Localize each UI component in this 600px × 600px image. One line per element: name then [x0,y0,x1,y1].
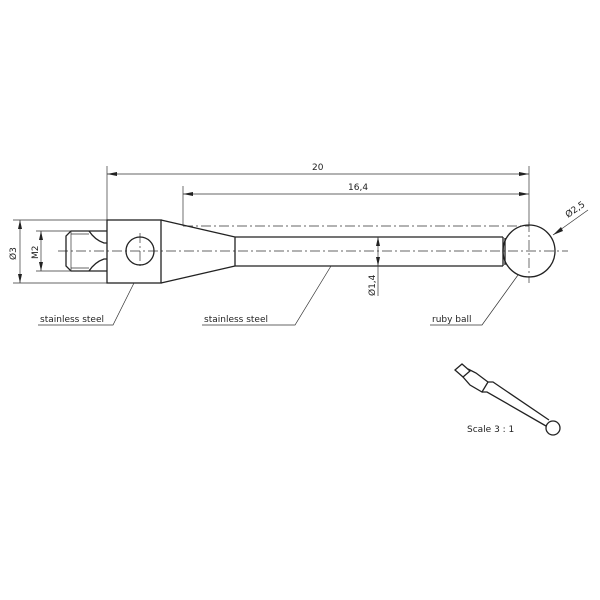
shaft [235,236,506,267]
dim-thread: M2 [31,246,41,260]
cross-hole [125,236,155,266]
isometric-view [454,363,561,436]
thread-part [65,230,107,272]
dim-ball-diameter: Ø2,5 [563,199,587,220]
dim-overall-length: 20 [312,163,324,173]
label-shaft-material: stainless steel [204,315,268,325]
taper [160,219,236,284]
label-body-material: stainless steel [40,315,104,325]
dim-shaft-length: 16,4 [348,183,368,193]
scale-label: Scale 3 : 1 [467,425,514,435]
body-block [106,219,162,284]
label-tip-material: ruby ball [432,315,472,325]
dim-body-diameter: Ø3 [8,247,19,260]
dim-shaft-diameter: Ø1,4 [367,274,378,296]
